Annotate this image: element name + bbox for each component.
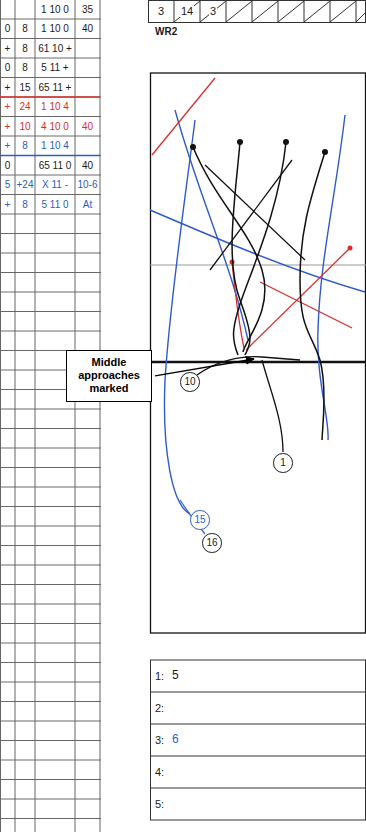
black-approach [205, 160, 305, 270]
red-dot [348, 246, 353, 251]
set-score: 14 [180, 5, 194, 18]
list-entry: 6 [172, 733, 179, 747]
table-border [0, 0, 1, 832]
table-cell: 0 [5, 62, 11, 74]
table-cell: 1 10 4 [41, 101, 69, 113]
score-strip-slashes [174, 1, 366, 22]
table-cell: 8 [22, 43, 28, 55]
court-outline [151, 73, 366, 633]
black-approach [193, 147, 265, 352]
table-cell: 10 [19, 121, 30, 133]
table-cell: 5 11 + [41, 62, 68, 74]
list-number: 2: [155, 702, 164, 715]
callout-number-text: 15 [194, 514, 205, 526]
red-divider [0, 96, 100, 98]
set-score: 3 [209, 5, 217, 18]
table-cell: 8 [22, 23, 28, 35]
start-dot [237, 139, 243, 145]
table-cell: + [5, 121, 11, 133]
blue-approach [150, 210, 365, 292]
red-approach [246, 248, 350, 350]
start-dot [190, 144, 196, 150]
blue-divider [0, 155, 100, 157]
score-strip [149, 1, 366, 23]
notes-box [151, 660, 366, 820]
table-cell: 4 10 0 [41, 121, 69, 133]
table-cell: 10-6 [77, 179, 97, 191]
table-cell: +24 [17, 179, 34, 191]
table-cell: + [5, 82, 11, 94]
table-cell: + [5, 140, 11, 152]
table-cell: 8 [22, 199, 28, 211]
table-cell: 65 11 + [39, 82, 72, 94]
table-cell: 1 10 0 [41, 23, 69, 35]
red-approach [152, 78, 215, 155]
table-cell: 0 [5, 160, 11, 172]
blue-approach [164, 120, 195, 514]
callout-number: 1 [273, 453, 293, 473]
stat-table-grid [0, 0, 101, 832]
table-cell: 5 [5, 179, 11, 191]
table-cell: + [5, 101, 11, 113]
callout-number-text: 10 [184, 376, 195, 388]
list-number: 3: [155, 734, 164, 747]
table-cell: 35 [82, 4, 93, 16]
black-approach [300, 152, 325, 440]
set-score: 3 [157, 5, 165, 18]
callout-number: 16 [202, 533, 222, 553]
callout-number-text: 1 [280, 457, 286, 469]
black-approach [262, 360, 283, 452]
table-cell: 40 [82, 121, 93, 133]
list-number: 5: [155, 798, 164, 811]
callout-box: Middle approaches marked [66, 350, 152, 402]
callout-number: 15 [190, 510, 210, 530]
table-cell: 15 [19, 82, 30, 94]
table-cell: + [5, 43, 11, 55]
table-cell: 5 11 0 [41, 199, 68, 211]
table-cell: 1 10 0 [41, 4, 69, 16]
callout-arrow [155, 359, 254, 376]
table-cell: 40 [82, 160, 93, 172]
table-cell: 40 [82, 23, 93, 35]
table-cell: At [83, 199, 92, 211]
black-approach [234, 142, 286, 355]
table-cell: 8 [22, 140, 28, 152]
list-number: 1: [155, 670, 164, 683]
red-approach [260, 282, 352, 328]
table-cell: 61 10 + [38, 43, 72, 55]
callout-number: 10 [180, 372, 200, 392]
list-number: 4: [155, 766, 164, 779]
rotation-tag: WR2 [155, 26, 177, 38]
table-cell: X 11 - [42, 179, 68, 191]
table-cell: 24 [19, 101, 30, 113]
table-cell: 65 11 0 [39, 160, 72, 172]
callout-number-text: 16 [206, 537, 217, 549]
start-dot [322, 149, 328, 155]
start-dot [283, 139, 289, 145]
list-entry: 5 [172, 669, 179, 683]
table-cell: 0 [5, 23, 11, 35]
notes-rows [150, 692, 366, 788]
table-cell: 1 10 4 [41, 140, 69, 152]
callout-text: Middle approaches marked [73, 356, 145, 396]
net-line [150, 361, 366, 364]
table-cell: + [5, 199, 11, 211]
table-cell: 8 [22, 62, 28, 74]
